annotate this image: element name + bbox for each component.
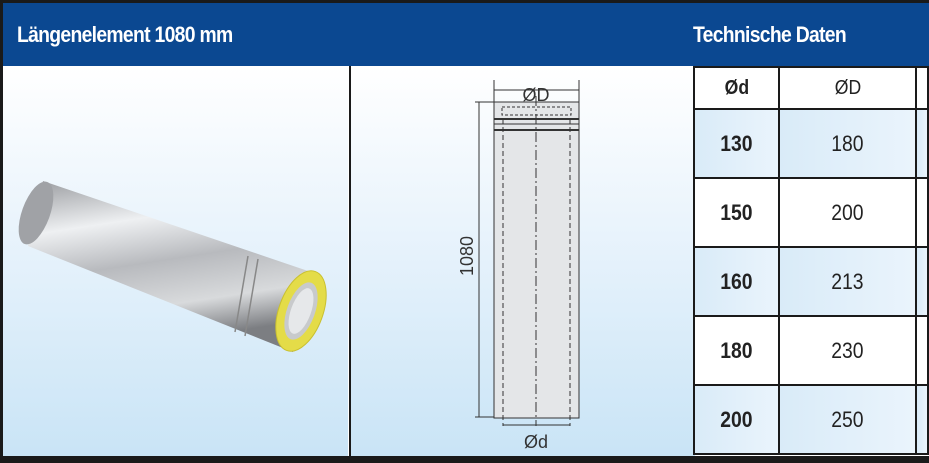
technical-data-table: Ød ØD 130 180 150 200 160 213 180 230 20… [693, 66, 929, 455]
header-bar: Längenelement 1080 mm Technische Daten [3, 3, 929, 66]
technical-drawing-panel: ØD Ød 1080 [349, 66, 695, 457]
cell-outer-diameter: 250 [831, 406, 864, 432]
cell-outer-diameter: 230 [831, 337, 864, 363]
table-header-row: Ød ØD [693, 66, 929, 110]
section-title: Technische Daten [693, 22, 847, 47]
table-row: 180 230 [693, 315, 929, 386]
cell-inner-diameter: 160 [720, 268, 753, 294]
product-title: Längenelement 1080 mm [17, 22, 233, 47]
table-row: 160 213 [693, 246, 929, 317]
cell-inner-diameter: 130 [720, 130, 753, 156]
cell-inner-diameter: 200 [720, 406, 753, 432]
table-row: 150 200 [693, 177, 929, 248]
column-header-outer-diameter: ØD [834, 76, 861, 99]
cell-outer-diameter: 180 [831, 130, 864, 156]
table-row: 200 250 [693, 384, 929, 455]
column-header-inner-diameter: Ød [724, 76, 749, 99]
cell-inner-diameter: 180 [720, 337, 753, 363]
pipe-image [18, 181, 327, 352]
product-image-panel [3, 66, 348, 457]
od-label: ØD [523, 85, 550, 105]
pipe-drawing: ØD Ød 1080 [457, 80, 580, 452]
length-label: 1080 [457, 236, 477, 276]
cell-inner-diameter: 150 [720, 199, 753, 225]
cell-outer-diameter: 200 [831, 199, 864, 225]
bottom-border [0, 456, 929, 463]
cell-outer-diameter: 213 [831, 268, 864, 294]
table-row: 130 180 [693, 108, 929, 179]
id-label: Ød [524, 432, 548, 452]
